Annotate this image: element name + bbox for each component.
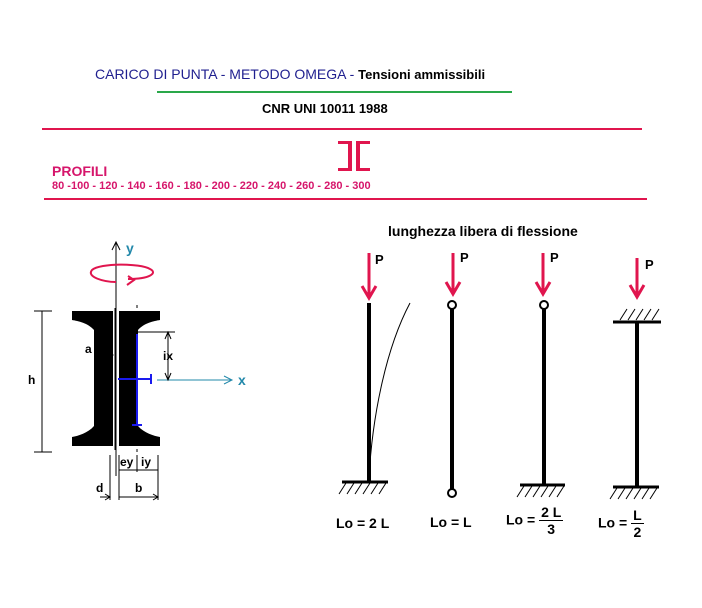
case-fixed-fixed xyxy=(609,258,661,500)
free-length-title: lunghezza libera di flessione xyxy=(388,223,578,239)
case-pinned-pinned xyxy=(444,253,462,498)
page-title: CARICO DI PUNTA - METODO OMEGA - Tension… xyxy=(95,66,485,82)
y-axis-label: y xyxy=(126,240,134,256)
profiles-label: PROFILI xyxy=(52,163,108,179)
lo-case-1: Lo = 2 L xyxy=(336,515,390,531)
iy-label: iy xyxy=(141,455,152,469)
lo-case-4: Lo = L 2 xyxy=(598,508,644,540)
load-label-2: P xyxy=(460,250,469,265)
lo-case-3: Lo = 2 L 3 xyxy=(506,504,564,537)
right-channel xyxy=(119,311,160,446)
fraction-4: L 2 xyxy=(631,508,644,540)
flange-thickness-label: a xyxy=(85,342,92,356)
fraction-4-numerator: L xyxy=(631,507,644,524)
rotation-arrow xyxy=(89,263,155,283)
x-axis-label: x xyxy=(238,372,246,388)
title-main: CARICO DI PUNTA - METODO OMEGA - xyxy=(95,66,355,82)
case-pinned-fixed xyxy=(516,253,565,498)
profiles-list: 80 -100 - 120 - 140 - 160 - 180 - 200 - … xyxy=(52,180,371,192)
load-label-3: P xyxy=(550,250,559,265)
double-channel-icon xyxy=(338,141,370,171)
fraction-3-denominator: 3 xyxy=(547,521,556,537)
fraction-4-denominator: 2 xyxy=(633,524,642,540)
title-subtitle: Tensioni ammissibili xyxy=(358,67,486,82)
b-label: b xyxy=(135,481,143,495)
load-label-4: P xyxy=(645,257,654,272)
fraction-3-numerator: 2 L xyxy=(539,504,564,521)
left-channel xyxy=(72,311,113,446)
lo-prefix-4: Lo = xyxy=(598,514,628,531)
fraction-3: 2 L 3 xyxy=(539,504,564,537)
d-label: d xyxy=(96,481,104,495)
ey-label: ey xyxy=(120,455,134,469)
load-label-1: P xyxy=(375,252,384,267)
height-label: h xyxy=(28,373,36,387)
lo-prefix-3: Lo = xyxy=(506,511,536,528)
norm-reference: CNR UNI 10011 1988 xyxy=(262,101,388,116)
lo-case-2: Lo = L xyxy=(430,514,472,530)
case-cantilever xyxy=(338,253,411,495)
ix-label: ix xyxy=(163,349,174,363)
